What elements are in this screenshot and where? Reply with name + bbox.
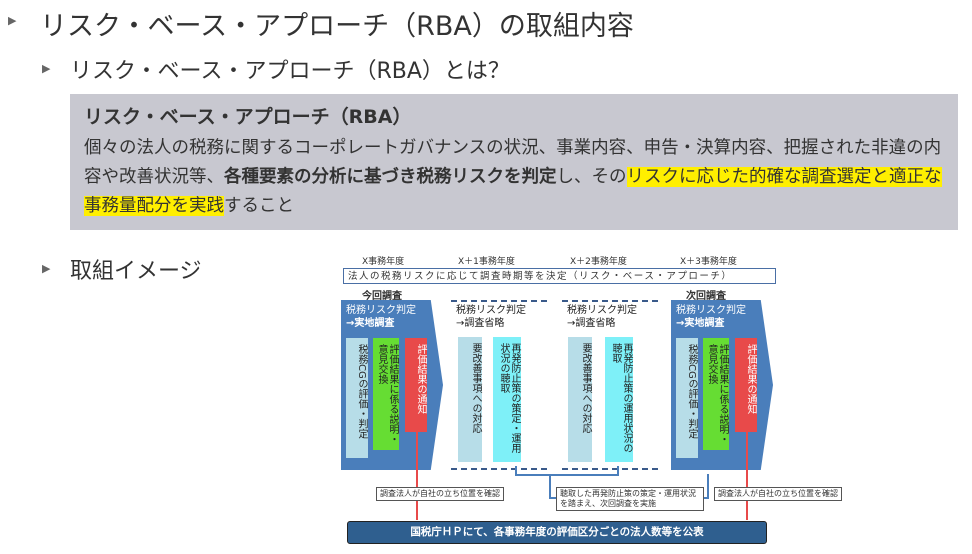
next-audit-label: 次回調査 (686, 291, 726, 302)
bullet-icon: ▶ (42, 262, 51, 275)
notify-box: 評価結果の通知 (735, 338, 757, 432)
prevent-box: 再発防止策の策定・運用状況の聴取 (493, 337, 521, 462)
subheading-image: 取組イメージ (70, 259, 202, 284)
bottom-banner: 国税庁ＨＰにて、各事務年度の評価区分ごとの法人数等を公表 (347, 521, 767, 544)
stage-title: 税務リスク判定→調査省略 (456, 305, 526, 329)
blue-connector (515, 466, 619, 476)
cg-evaluation-box: 税務CGの評価・判定 (676, 338, 698, 458)
page-title: リスク・ベース・アプローチ（RBA）の取組内容 (40, 11, 634, 42)
explain-box: 評価結果に係る説明・意見交換 (703, 338, 729, 450)
red-connector (416, 432, 418, 520)
year-label: X＋1事務年度 (458, 257, 515, 267)
year-label: X事務年度 (362, 257, 405, 267)
stage-skip-1 (451, 300, 547, 470)
year-label: X＋2事務年度 (570, 257, 627, 267)
this-audit-label: 今回調査 (362, 291, 402, 302)
bullet-icon: ▶ (42, 62, 51, 75)
note-confirm: 調査法人が自社の立ち位置を確認 (714, 487, 842, 501)
definition-title: リスク・ベース・アプローチ（RBA） (84, 106, 412, 128)
improve-box: 要改善事項への対応 (568, 337, 592, 462)
bullet-icon: ▶ (8, 14, 17, 27)
red-connector (746, 432, 748, 520)
notify-box: 評価結果の通知 (405, 338, 427, 432)
blue-connector (549, 474, 551, 498)
blue-connector (707, 474, 709, 499)
note-confirm: 調査法人が自社の立ち位置を確認 (376, 487, 504, 501)
stage-title: 税務リスク判定→調査省略 (567, 305, 637, 329)
note-next: 聴取した再発防止策の策定・運用状況を踏まえ、次回調査を実施 (556, 487, 704, 511)
definition-box: リスク・ベース・アプローチ（RBA） 個々の法人の税務に関するコーポレートガバナ… (70, 94, 958, 230)
stage-title: 税務リスク判定→実地調査 (676, 305, 746, 329)
explain-box: 評価結果に係る説明・意見交換 (373, 338, 399, 450)
subheading-rba: リスク・ベース・アプローチ（RBA）とは？ (70, 59, 510, 84)
prevent-box: 再発防止策の運用状況の聴取 (605, 337, 633, 462)
cg-evaluation-box: 税務CGの評価・判定 (346, 338, 368, 458)
stage-skip-2 (562, 300, 658, 470)
improve-box: 要改善事項への対応 (458, 337, 482, 462)
definition-text: 個々の法人の税務に関するコーポレートガバナンスの状況、事業内容、申告・決算内容、… (84, 138, 942, 216)
year-label: X＋3事務年度 (680, 257, 737, 267)
stage-title: 税務リスク判定→実地調査 (346, 305, 416, 329)
top-banner: 法人の税務リスクに応じて調査時期等を決定（リスク・ベース・アプローチ） (343, 268, 776, 284)
